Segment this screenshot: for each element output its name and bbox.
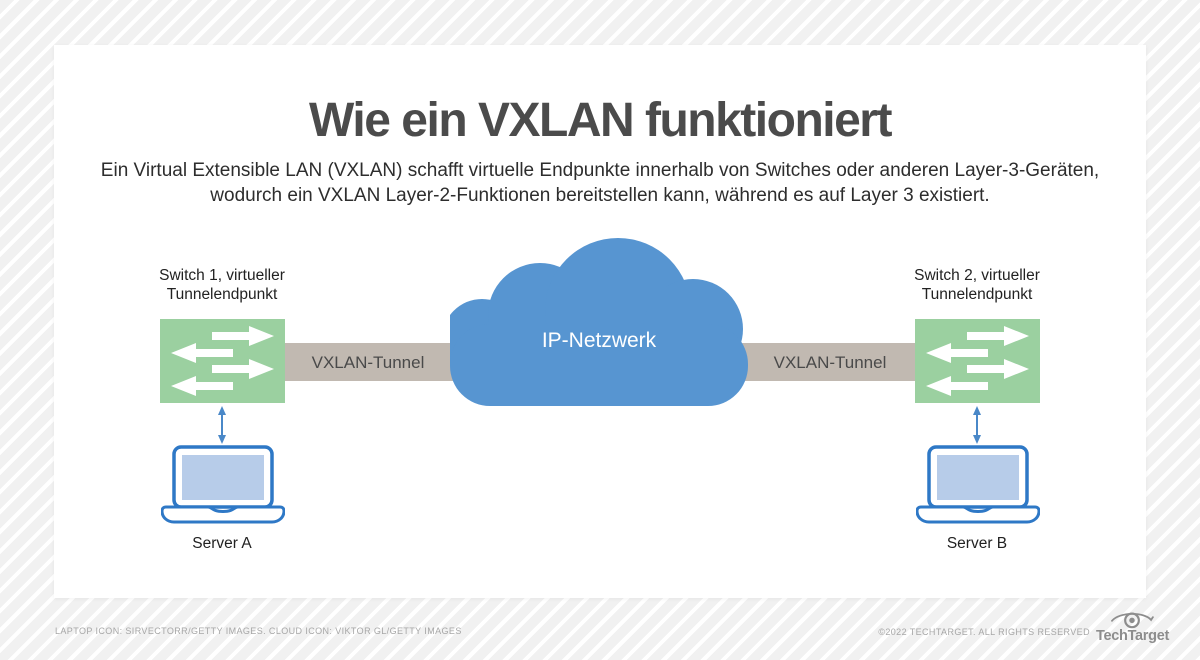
cloud-label: IP-Netzwerk	[541, 329, 657, 352]
cloud-icon	[450, 238, 748, 406]
content-card: Wie ein VXLAN funktioniert Ein Virtual E…	[54, 45, 1146, 598]
server-a-label: Server A	[192, 535, 252, 552]
eye-icon	[1111, 612, 1154, 629]
techtarget-logo: TechTarget	[1096, 609, 1170, 644]
laptop-icon	[161, 445, 285, 524]
switch-arrows-icon	[926, 326, 1029, 396]
switch-2-box	[915, 319, 1040, 403]
connector-arrow-right	[970, 406, 984, 444]
double-arrow-icon	[973, 406, 981, 444]
page-subtitle: Ein Virtual Extensible LAN (VXLAN) schaf…	[54, 158, 1146, 208]
switch-arrows-icon	[171, 326, 274, 396]
double-arrow-icon	[218, 406, 226, 444]
switch-1-box	[160, 319, 285, 403]
page-title: Wie ein VXLAN funktioniert	[309, 94, 892, 147]
subtitle-line-2: wodurch ein VXLAN Layer-2-Funktionen ber…	[210, 185, 990, 206]
laptop-icon	[916, 445, 1040, 524]
ip-network-cloud: IP-Netzwerk	[450, 237, 748, 406]
vxlan-tunnel-right-label: VXLAN-Tunnel	[773, 353, 887, 372]
subtitle-line-1: Ein Virtual Extensible LAN (VXLAN) schaf…	[100, 160, 1100, 181]
footer-credits: LAPTOP ICON: SIRVECTORR/GETTY IMAGES. CL…	[55, 626, 462, 636]
footer-copyright: ©2022 TECHTARGET. ALL RIGHTS RESERVED	[878, 627, 1090, 637]
server-b-laptop	[916, 444, 1040, 526]
connector-arrow-left	[215, 406, 229, 444]
server-b-label: Server B	[946, 535, 1008, 552]
techtarget-wordmark: TechTarget	[1096, 628, 1170, 644]
server-a-laptop	[161, 444, 285, 526]
vxlan-tunnel-left-label: VXLAN-Tunnel	[311, 353, 425, 372]
